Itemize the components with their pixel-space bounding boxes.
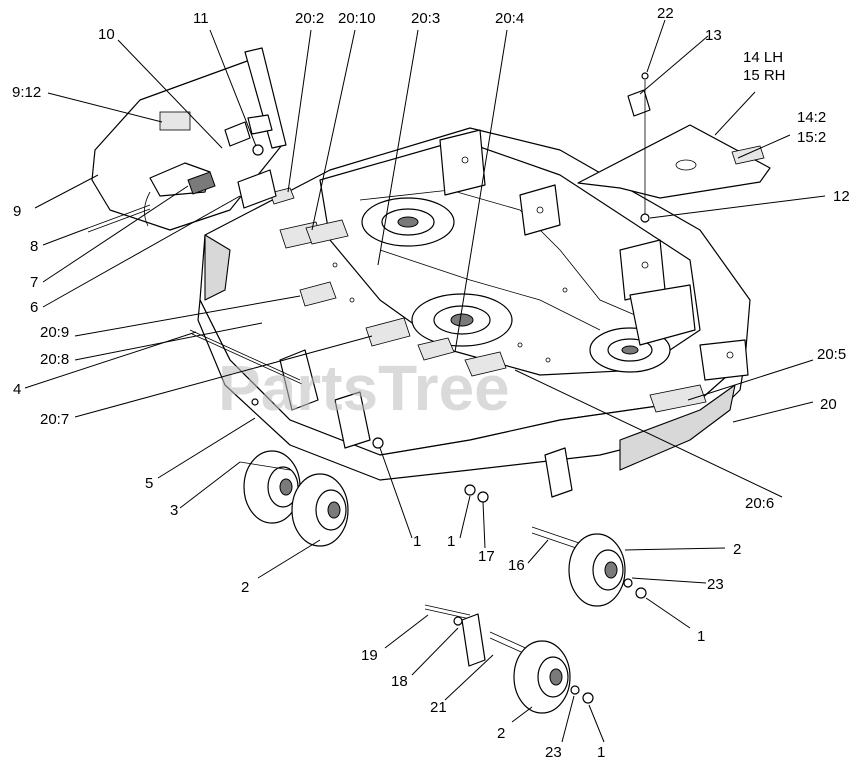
callout-15-2: 15:2: [797, 129, 826, 146]
callout-20-8: 20:8: [40, 351, 69, 368]
callout-23-a: 23: [707, 576, 724, 593]
left-shield-assembly: [87, 47, 287, 233]
callout-20-6: 20:6: [745, 495, 774, 512]
callout-9-12: 9:12: [12, 84, 41, 101]
callout-17: 17: [478, 548, 495, 565]
callout-20-2: 20:2: [295, 10, 324, 27]
callout-21: 21: [430, 699, 447, 716]
belt-cover-plate: [577, 72, 771, 223]
watermark: PartsTree: [218, 352, 510, 424]
callout-labels: 22 13 14 LH 15 RH 14:2 15:2 12 11 10 9:1…: [12, 5, 850, 761]
callout-1-a: 1: [413, 533, 421, 550]
callout-8: 8: [30, 238, 38, 255]
callout-13: 13: [705, 27, 722, 44]
leader-lines: [24, 19, 826, 743]
callout-2-a: 2: [733, 541, 741, 558]
callout-2-b: 2: [241, 579, 249, 596]
callout-1-b: 1: [447, 533, 455, 550]
callout-22: 22: [657, 5, 674, 22]
callout-20-7: 20:7: [40, 411, 69, 428]
callout-20-5: 20:5: [817, 346, 846, 363]
callout-18: 18: [391, 673, 408, 690]
callout-4: 4: [13, 381, 21, 398]
callout-20-4: 20:4: [495, 10, 524, 27]
callout-20: 20: [820, 396, 837, 413]
callout-15rh: 15 RH: [743, 67, 786, 84]
callout-12: 12: [833, 188, 850, 205]
callout-10: 10: [98, 26, 115, 43]
callout-20-9: 20:9: [40, 324, 69, 341]
callout-23-b: 23: [545, 744, 562, 761]
callout-11: 11: [193, 10, 209, 27]
callout-1-d: 1: [597, 744, 605, 761]
callout-1-c: 1: [697, 628, 705, 645]
callout-3: 3: [170, 502, 178, 519]
callout-14lh: 14 LH: [743, 49, 783, 66]
mower-deck: [197, 127, 751, 481]
callout-6: 6: [30, 299, 38, 316]
callout-19: 19: [361, 647, 378, 664]
callout-14-2: 14:2: [797, 109, 826, 126]
callout-2-c: 2: [497, 725, 505, 742]
callout-20-10: 20:10: [338, 10, 376, 27]
callout-7: 7: [30, 274, 38, 291]
callout-5: 5: [145, 475, 153, 492]
callout-16: 16: [508, 557, 525, 574]
front-wheel-assembly: [189, 329, 647, 714]
callout-9: 9: [13, 203, 21, 220]
callout-20-3: 20:3: [411, 10, 440, 27]
